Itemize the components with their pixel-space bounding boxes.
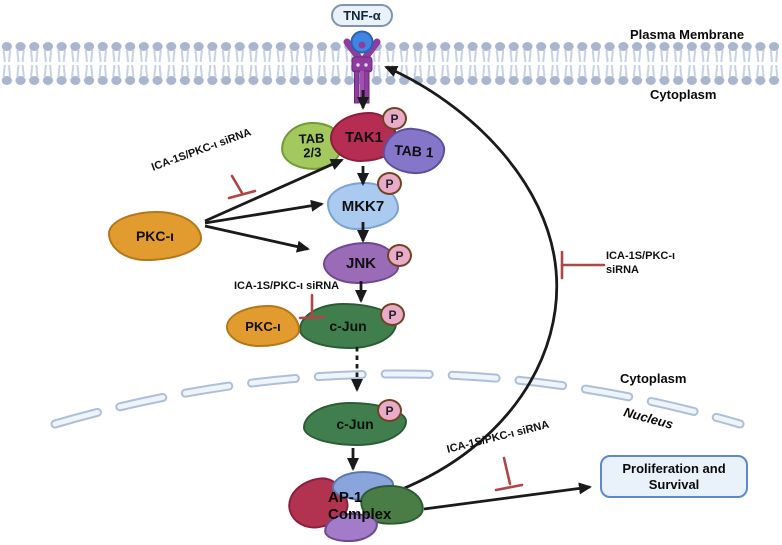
- sirna-label-survival: ICA-1S/PKC-ι siRNA: [445, 418, 551, 456]
- cytoplasm-label-nuclear: Cytoplasm: [620, 371, 687, 386]
- blob-jnk: JNK: [323, 242, 399, 284]
- phosphate-badge-tak1: P: [382, 107, 407, 130]
- mkk7-label: MKK7: [341, 197, 385, 215]
- tnf-alpha-text: TNF-α: [343, 8, 381, 23]
- inhibitor-tbar-feedback: [560, 250, 606, 280]
- cjun-nucleus-label: c-Jun: [336, 416, 374, 432]
- proliferation-survival-box: Proliferation and Survival: [600, 455, 748, 498]
- plasma-membrane-bilayer: [0, 41, 782, 86]
- phosphate-badge-jnk: P: [387, 244, 412, 267]
- sirna-label-pkc-cjun: ICA-1S/PKC-ι siRNA: [234, 280, 340, 292]
- cytoplasm-label-top: Cytoplasm: [650, 87, 717, 102]
- pkc-upper-label: PKC-ι: [135, 228, 175, 244]
- tnf-alpha-label: TNF-α: [331, 4, 393, 27]
- cjun-cytoplasm-label: c-Jun: [329, 318, 367, 334]
- proliferation-survival-text: Proliferation and Survival: [622, 460, 726, 492]
- blob-pkc-lower: PKC-ι: [226, 305, 300, 347]
- tab1-label: TAB 1: [393, 141, 435, 161]
- tnf-receptor: [343, 30, 381, 104]
- phosphate-badge-mkk7: P: [377, 172, 402, 195]
- arrow-ap1-survival: [423, 482, 592, 511]
- blob-cjun-cytoplasm: c-Jun: [299, 303, 397, 349]
- jnk-label: JNK: [345, 254, 376, 272]
- arrow-pkc-tak1: [204, 158, 344, 223]
- blob-tab1: TAB 1: [381, 125, 447, 177]
- pkc-lower-label: PKC-ι: [245, 318, 281, 334]
- tnf-ligand-ball: [350, 30, 374, 54]
- tab23-label: TAB 2/3: [298, 130, 325, 161]
- sirna-label-pkc-tak1: ICA-1S/PKC-ι siRNA: [149, 126, 253, 174]
- arrow-pkc-mkk7: [204, 199, 324, 225]
- phosphate-badge-cjun-nucleus: P: [377, 399, 402, 422]
- inhibitor-tbar-pkc-tak1: [227, 174, 257, 200]
- plasma-membrane-label: Plasma Membrane: [630, 27, 745, 42]
- ap1-complex-label: AP-1 Complex: [328, 489, 392, 524]
- blob-pkc-upper: PKC-ι: [108, 211, 202, 261]
- phosphate-badge-cjun-cytoplasm: P: [380, 303, 405, 326]
- inhibitor-tbar-survival: [494, 456, 524, 492]
- arrow-pkc-jnk: [204, 224, 310, 253]
- nucleus-label: Nucleus: [622, 404, 675, 432]
- sirna-label-feedback: ICA-1S/PKC-ι siRNA: [606, 250, 676, 277]
- tak1-label: TAK1: [344, 128, 384, 146]
